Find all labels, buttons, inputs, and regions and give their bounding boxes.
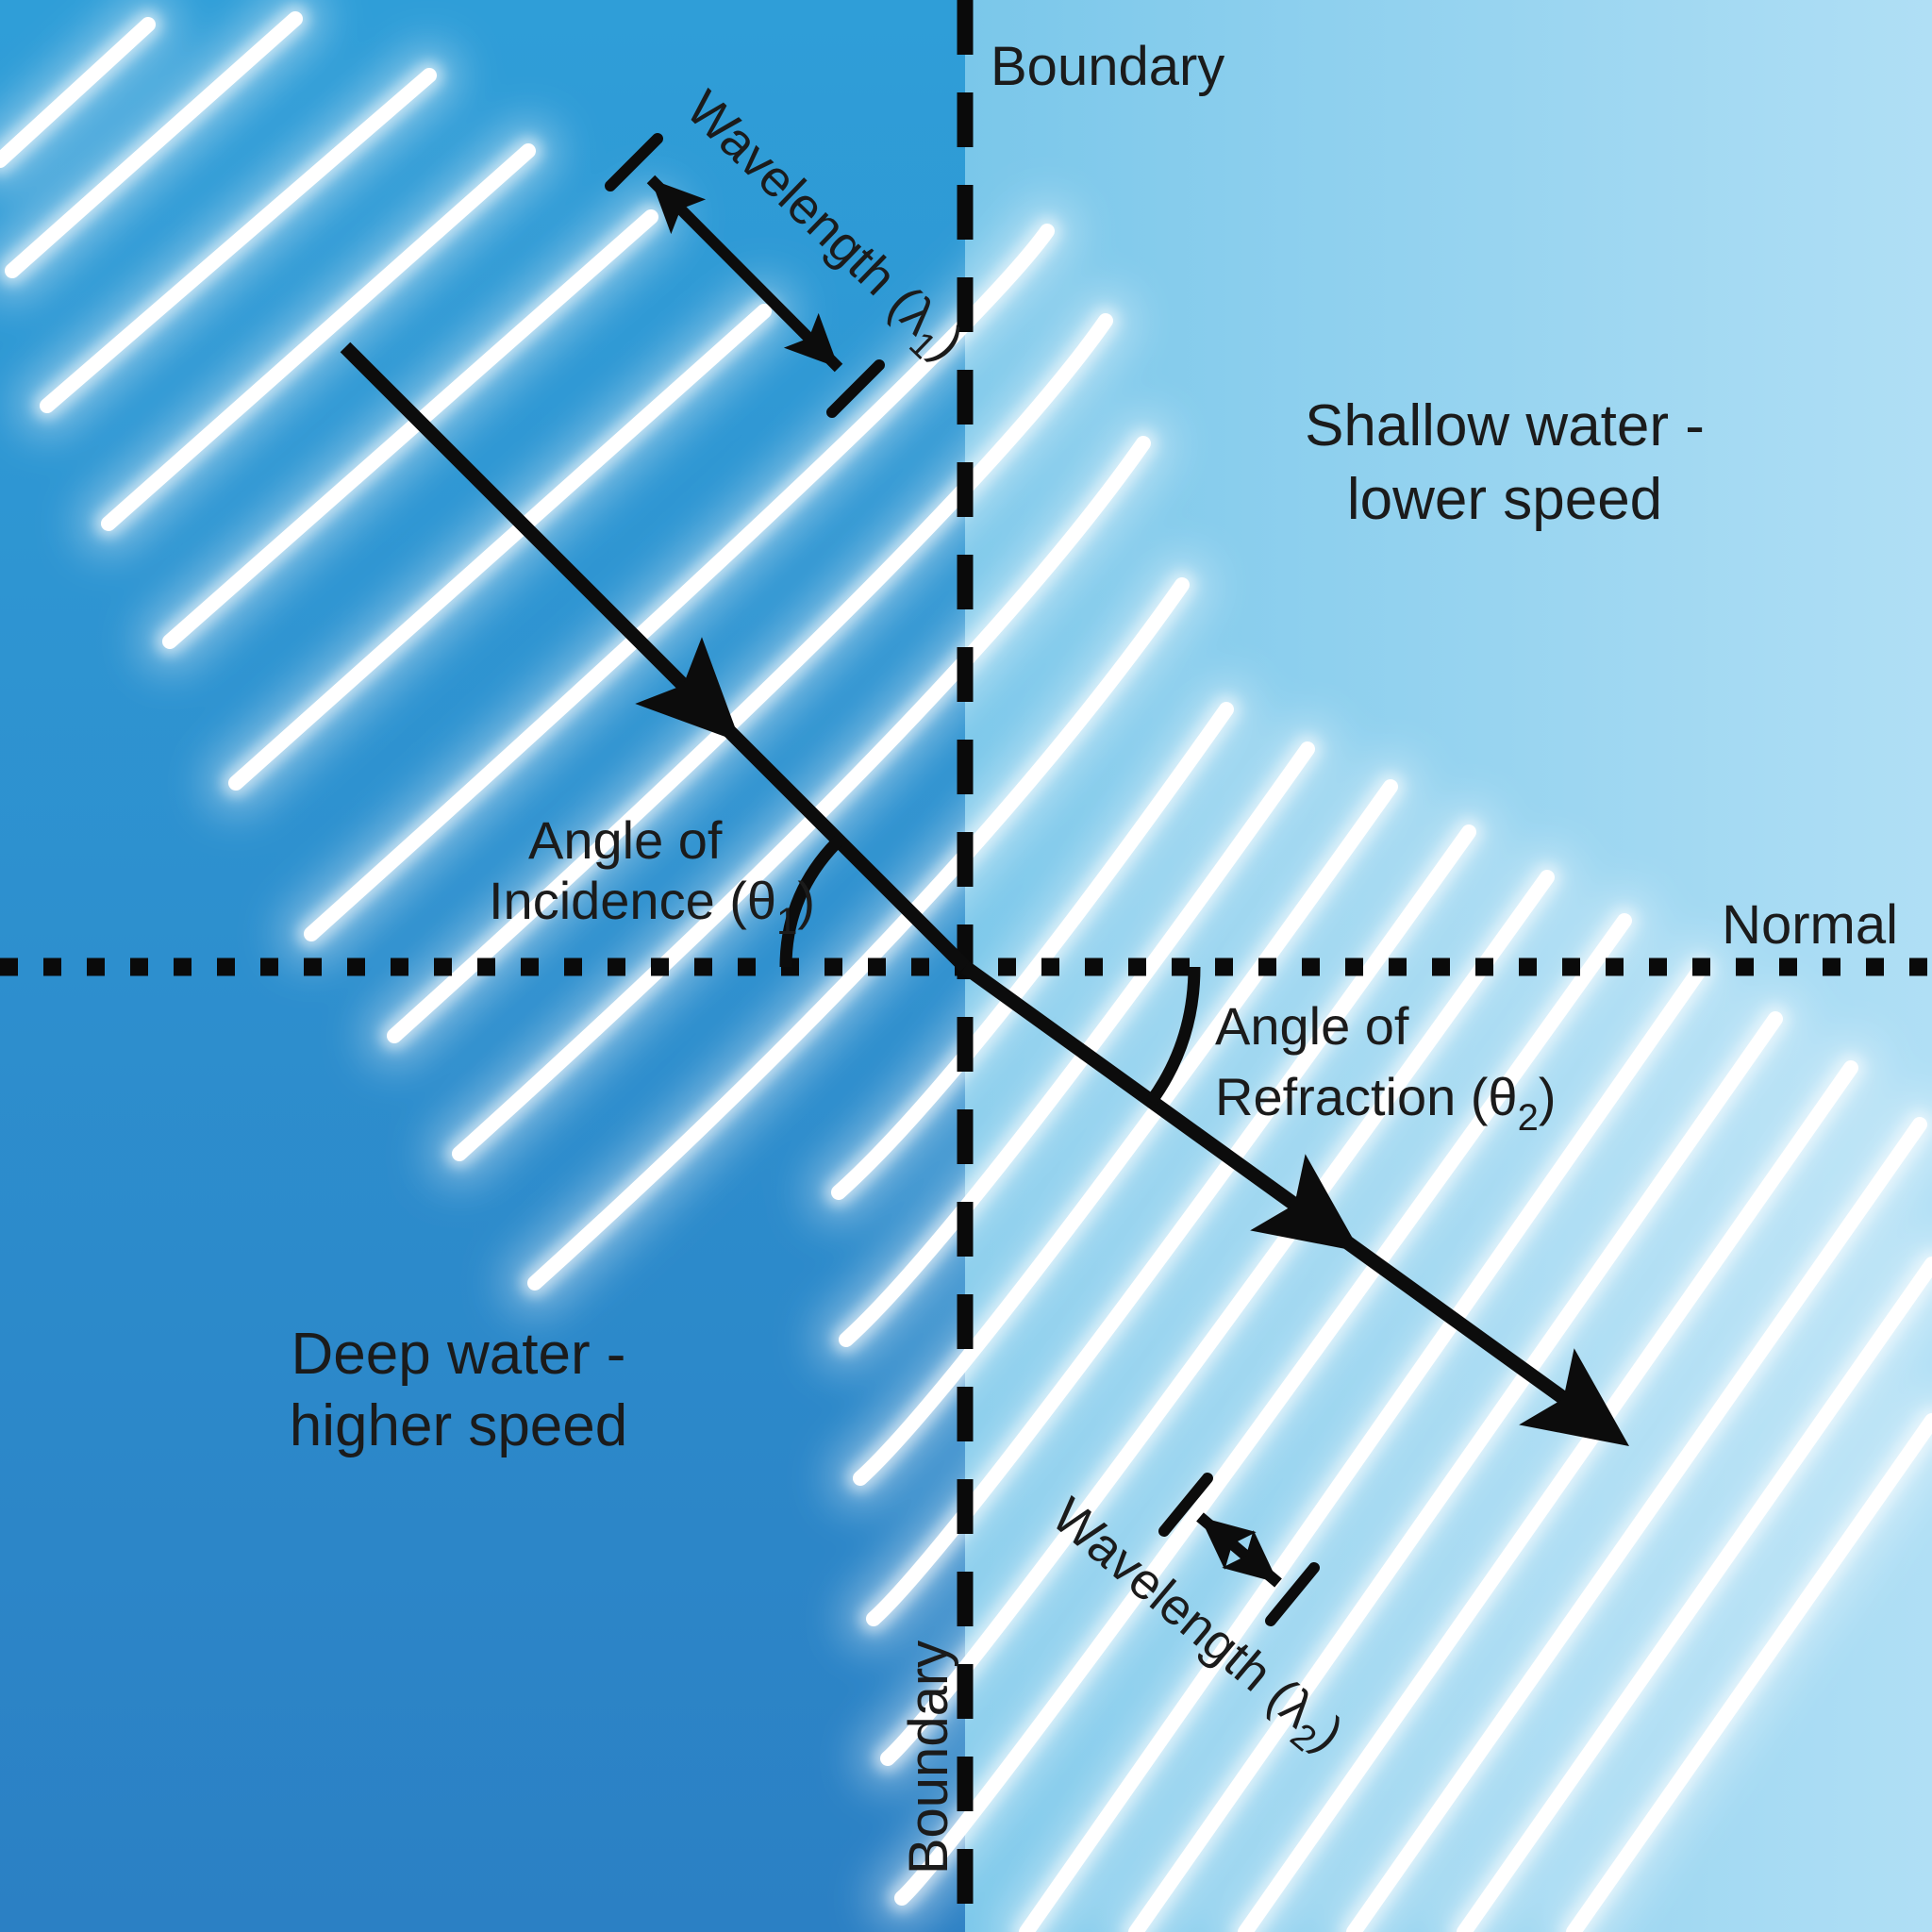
wave-crest	[40, 68, 437, 413]
wave-crests	[0, 11, 1932, 1932]
arrowhead-icon	[783, 312, 839, 368]
boundary-label-top: Boundary	[991, 36, 1224, 97]
wave-crest	[1128, 1011, 1783, 1932]
incidence-theta-post: )	[797, 871, 815, 930]
arrowhead-icon	[1222, 1529, 1278, 1583]
wave-crest	[1457, 1257, 1932, 1932]
wave-crest	[101, 143, 536, 531]
wave-crest	[866, 824, 1476, 1626]
angle-of-refraction-label-line1: Angle of	[1215, 996, 1409, 1056]
incidence-theta-pre: Incidence (θ	[489, 871, 776, 930]
angle-arc	[779, 836, 843, 968]
wave-crest	[1238, 1060, 1858, 1932]
incidence-theta-sub: 1	[776, 901, 797, 942]
wave-crest	[1566, 1413, 1932, 1932]
shallow-water-label-line2: lower speed	[1347, 467, 1662, 532]
arrowhead-icon	[1250, 1154, 1360, 1252]
shallow-water-label-line1: Shallow water -	[1305, 393, 1705, 458]
wave-crest	[304, 224, 1055, 941]
wave-crest	[452, 436, 1151, 1161]
wave-crest	[162, 209, 658, 649]
wave-crest	[831, 702, 1234, 1200]
boundary-label-bottom: Boundary	[898, 1641, 959, 1874]
arrowhead-icon	[1200, 1517, 1257, 1571]
arrowhead-icon	[651, 179, 707, 235]
angle-of-incidence-label-line1: Angle of	[528, 810, 723, 870]
normal-label: Normal	[1722, 894, 1898, 956]
refraction-theta-sub: 2	[1518, 1097, 1539, 1139]
arrowhead-icon	[635, 637, 741, 742]
refraction-theta-post: )	[1539, 1067, 1557, 1126]
wavelength-tick	[826, 359, 885, 418]
refraction-theta-pre: Refraction (θ	[1215, 1067, 1518, 1126]
deep-water-label-line2: higher speed	[290, 1393, 628, 1458]
wave-crest	[839, 741, 1315, 1347]
wave-crest	[387, 313, 1113, 1043]
wavelength-tick	[605, 133, 663, 192]
wave-crest	[894, 913, 1632, 1906]
deep-water-label-line1: Deep water -	[291, 1322, 626, 1387]
wave-crest	[5, 11, 303, 278]
wavelength-arrow-line	[646, 175, 843, 373]
arrowhead-icon	[1519, 1348, 1629, 1446]
angle-of-incidence-label-line2: Incidence (θ1)	[489, 871, 815, 942]
wave-crest	[1019, 962, 1707, 1932]
angle-of-refraction-label-line2: Refraction (θ2)	[1215, 1067, 1556, 1139]
wavelength-tick	[1265, 1562, 1320, 1626]
ray-line	[960, 960, 1611, 1436]
wave-crest	[1346, 1117, 1927, 1932]
wave-crest	[880, 870, 1555, 1766]
wave-crest	[0, 17, 156, 168]
wavelength-tick	[1158, 1473, 1213, 1537]
ray-line	[340, 341, 971, 973]
wave-crest	[228, 304, 772, 791]
wave-crest	[853, 779, 1398, 1486]
angle-arc	[1145, 966, 1201, 1106]
